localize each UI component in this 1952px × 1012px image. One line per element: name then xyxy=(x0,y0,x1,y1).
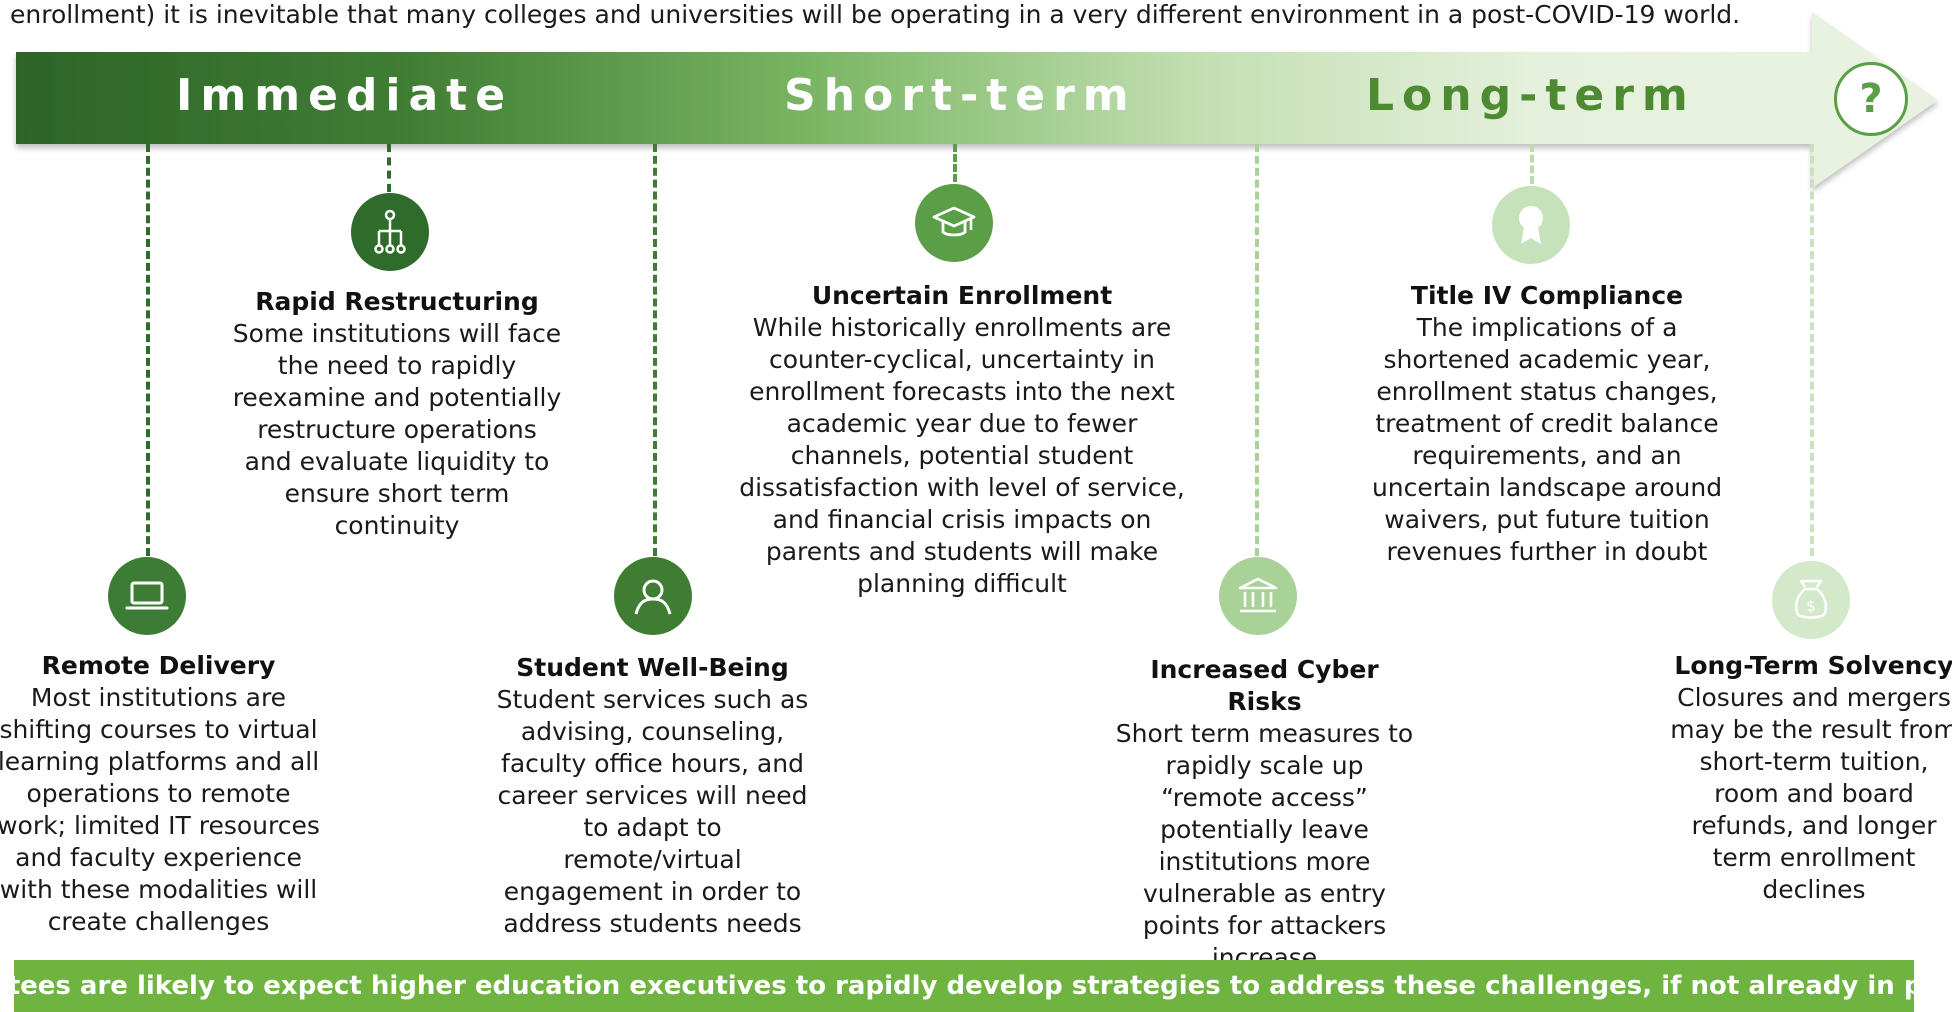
item-title: Long-Term Solvency xyxy=(1674,651,1952,680)
item-cyber-risks: Increased Cyber Risks Short term measure… xyxy=(1112,654,1417,974)
item-uncertain-enrollment: Uncertain Enrollment While historically … xyxy=(736,280,1188,600)
phase-label-short-term: Short-term xyxy=(784,70,1137,121)
laptop-icon xyxy=(108,557,186,635)
item-title-iv-compliance: Title IV Compliance The implications of … xyxy=(1362,280,1732,568)
item-text: Student services such as advising, couns… xyxy=(496,685,809,938)
footer-text: Trustees are likely to expect higher edu… xyxy=(0,971,1952,1001)
item-title: Student Well-Being xyxy=(516,653,789,682)
person-icon xyxy=(614,557,692,635)
item-student-well-being: Student Well-Being Student services such… xyxy=(495,652,810,940)
connector-uncertain-enrollment xyxy=(953,144,957,182)
bank-icon xyxy=(1219,557,1297,635)
item-text: Most institutions are shifting courses t… xyxy=(0,683,320,936)
item-long-term-solvency: Long-Term Solvency Closures and mergers … xyxy=(1664,650,1952,906)
item-rapid-restructuring: Rapid Restructuring Some institutions wi… xyxy=(232,286,562,542)
connector-remote-delivery xyxy=(146,144,150,556)
connector-rapid-restructuring xyxy=(387,144,391,192)
connector-solvency xyxy=(1810,144,1814,556)
item-text: The implications of a shortened academic… xyxy=(1371,313,1723,566)
item-text: Closures and mergers may be the result f… xyxy=(1670,683,1952,904)
footer-banner: Trustees are likely to expect higher edu… xyxy=(0,960,1952,1012)
money-bag-icon: $ xyxy=(1772,561,1850,639)
phase-label-immediate: Immediate xyxy=(176,70,514,121)
item-title: Uncertain Enrollment xyxy=(811,281,1113,310)
connector-title-iv xyxy=(1530,144,1534,184)
item-title: Title IV Compliance xyxy=(1410,281,1684,310)
phase-label-long-term: Long-term xyxy=(1366,70,1696,121)
item-text: While historically enrollments are count… xyxy=(739,313,1185,598)
svg-text:$: $ xyxy=(1806,597,1816,615)
item-title: Increased Cyber Risks xyxy=(1150,655,1379,716)
connector-student-well-being xyxy=(653,144,657,556)
timeline-arrow xyxy=(16,12,1938,188)
org-chart-icon xyxy=(351,193,429,271)
question-icon: ? xyxy=(1834,62,1908,136)
intro-text: enrollment) it is inevitable that many c… xyxy=(10,0,1741,29)
item-remote-delivery: Remote Delivery Most institutions are sh… xyxy=(0,650,321,938)
connector-cyber-risks xyxy=(1255,144,1259,556)
item-text: Some institutions will face the need to … xyxy=(232,319,562,540)
graduation-cap-icon xyxy=(915,184,993,262)
item-text: Short term measures to rapidly scale up … xyxy=(1115,719,1414,972)
item-title: Rapid Restructuring xyxy=(255,287,539,316)
question-mark: ? xyxy=(1859,76,1883,122)
award-ribbon-icon xyxy=(1492,186,1570,264)
item-title: Remote Delivery xyxy=(41,651,276,680)
